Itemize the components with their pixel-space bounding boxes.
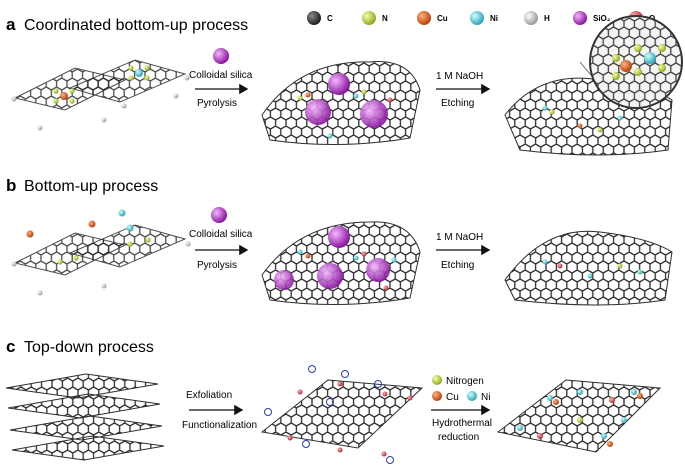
panel-b-letter: b xyxy=(6,176,16,195)
panel-a: a Coordinated bottom-up process Colloida… xyxy=(6,15,683,156)
panel-c-nitrogen-label: Nitrogen xyxy=(446,376,484,387)
legend-copper-label: Cu xyxy=(437,14,448,23)
panel-c-stacked-graphite xyxy=(5,373,165,461)
panel-c-ni-label: Ni xyxy=(481,392,490,403)
panel-c-functionalized-graphene xyxy=(260,365,424,464)
legend-copper: Cu xyxy=(417,11,448,25)
panel-c-title: Top-down process xyxy=(24,339,154,356)
legend-nickel-label: Ni xyxy=(490,14,498,23)
legend-nitrogen: N xyxy=(362,11,388,25)
panel-c-cu-label: Cu xyxy=(446,392,459,403)
legend-hydrogen: H xyxy=(524,11,550,25)
panel-c-step2-below-1: Hydrothermal xyxy=(432,418,492,429)
panel-a-letter: a xyxy=(6,15,16,34)
panel-a-precursor-molecules xyxy=(11,59,190,131)
panel-a-zoom-inset xyxy=(589,15,683,109)
legend-nickel: Ni xyxy=(470,11,498,25)
panel-a-step2-above: 1 M NaOH xyxy=(436,71,483,82)
legend-silica: SiO₂ xyxy=(573,11,611,25)
panel-a-silica-sphere xyxy=(213,48,229,64)
panel-a-step1-below: Pyrolysis xyxy=(197,98,237,109)
panel-c-step1-below: Functionalization xyxy=(182,420,257,431)
legend-hydrogen-label: H xyxy=(544,14,550,23)
panel-c: c Top-down process Exfoliation Functiona… xyxy=(5,337,662,464)
panel-b-precursor-molecules xyxy=(11,209,191,296)
panel-c-decorated-graphene xyxy=(496,379,662,453)
panel-c-letter: c xyxy=(6,337,15,356)
legend-carbon-label: C xyxy=(327,14,333,23)
legend-nitrogen-label: N xyxy=(382,14,388,23)
element-legend: C N Cu Ni H SiO₂ O xyxy=(307,11,655,25)
panel-b-graphene-with-silica xyxy=(261,221,421,306)
legend-carbon: C xyxy=(307,11,333,25)
panel-a-title: Coordinated bottom-up process xyxy=(24,17,248,34)
panel-b-step1-above: Colloidal silica xyxy=(189,229,253,240)
panel-c-atom-legend: Nitrogen Cu Ni xyxy=(432,375,490,403)
panel-c-step1-above: Exfoliation xyxy=(186,390,232,401)
panel-b: b Bottom-up process Colloidal silica Pyr… xyxy=(6,176,673,306)
panel-b-silica-sphere xyxy=(211,207,227,223)
panel-b-step2-above: 1 M NaOH xyxy=(436,232,483,243)
legend-silica-label: SiO₂ xyxy=(593,14,611,23)
panel-b-etched-graphene xyxy=(504,230,673,306)
panel-a-graphene-with-silica xyxy=(261,61,421,146)
panel-a-step1-above: Colloidal silica xyxy=(189,70,253,81)
panel-c-step2-below-2: reduction xyxy=(438,432,479,443)
panel-b-step2-below: Etching xyxy=(441,260,474,271)
panel-b-title: Bottom-up process xyxy=(24,178,158,195)
panel-a-step2-below: Etching xyxy=(441,98,474,109)
panel-b-step1-below: Pyrolysis xyxy=(197,260,237,271)
